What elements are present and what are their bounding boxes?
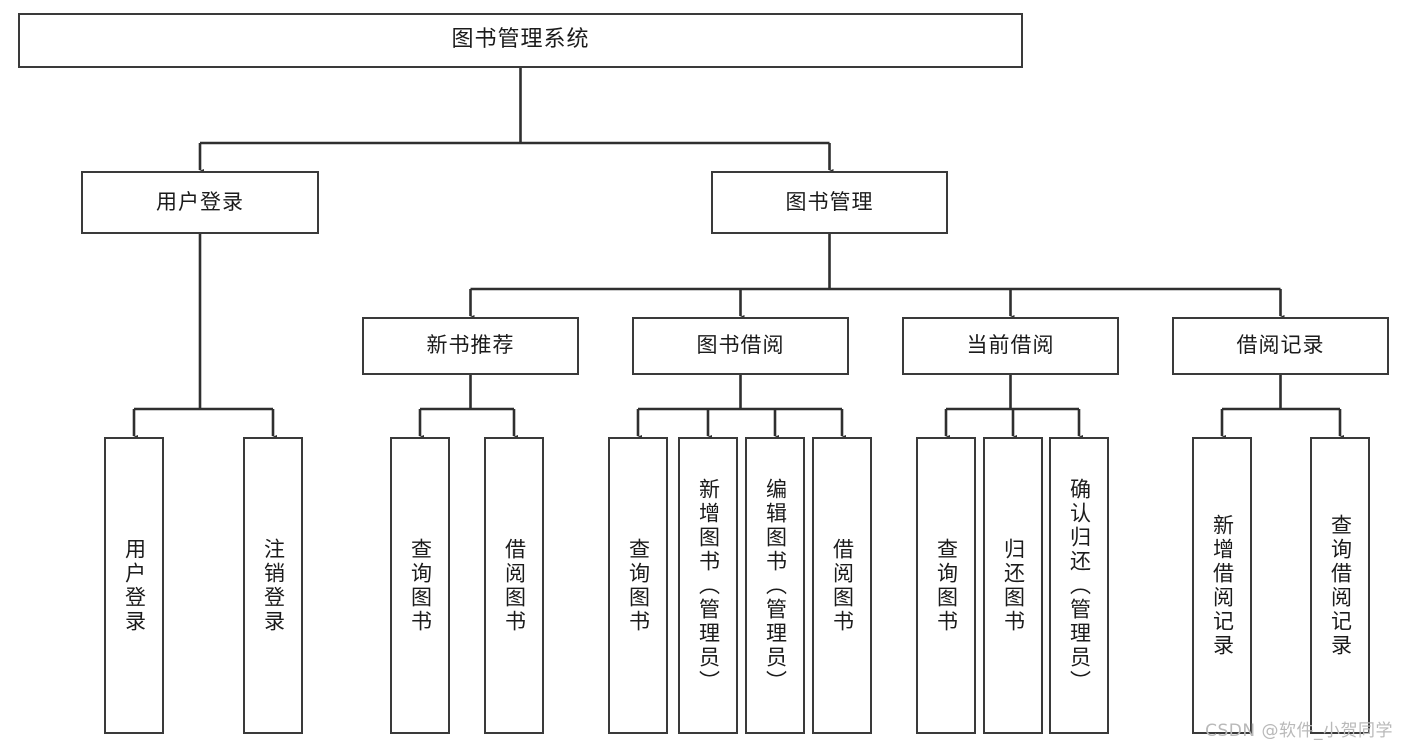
node-root[interactable]: 图书管理系统 [18, 13, 1023, 68]
leaf-user-logout[interactable]: 注销登录 [243, 437, 303, 734]
leaf-query-book-1-label: 查询图书 [408, 537, 433, 634]
leaf-user-login-label: 用户登录 [122, 537, 147, 634]
node-user-login-label: 用户登录 [156, 189, 244, 214]
node-user-login[interactable]: 用户登录 [81, 171, 319, 234]
leaf-user-login[interactable]: 用户登录 [104, 437, 164, 734]
node-book-borrow[interactable]: 图书借阅 [632, 317, 849, 375]
leaf-borrow-book-1[interactable]: 借阅图书 [484, 437, 544, 734]
node-current-borrow[interactable]: 当前借阅 [902, 317, 1119, 375]
leaf-add-borrow-record-label: 新增借阅记录 [1210, 513, 1235, 658]
leaf-query-book-2[interactable]: 查询图书 [608, 437, 668, 734]
leaf-borrow-book-1-label: 借阅图书 [502, 537, 527, 634]
leaf-borrow-book-2[interactable]: 借阅图书 [812, 437, 872, 734]
watermark: CSDN @软件_小贺同学 [1205, 721, 1393, 741]
node-book-borrow-label: 图书借阅 [696, 333, 785, 358]
node-borrow-record[interactable]: 借阅记录 [1172, 317, 1389, 375]
node-book-management-label: 图书管理 [785, 189, 874, 214]
leaf-confirm-return-label: 确认归还（管理员） [1067, 477, 1092, 694]
node-new-book-recommend-label: 新书推荐 [426, 333, 515, 358]
node-borrow-record-label: 借阅记录 [1236, 333, 1325, 358]
leaf-query-book-3-label: 查询图书 [934, 537, 959, 634]
leaf-add-book-label: 新增图书（管理员） [696, 477, 721, 694]
leaf-query-book-2-label: 查询图书 [626, 537, 651, 634]
leaf-borrow-book-2-label: 借阅图书 [830, 537, 855, 634]
leaf-user-logout-label: 注销登录 [261, 537, 286, 634]
node-root-label: 图书管理系统 [451, 27, 590, 53]
leaf-return-book-label: 归还图书 [1001, 537, 1026, 634]
leaf-query-book-3[interactable]: 查询图书 [916, 437, 976, 734]
node-book-management[interactable]: 图书管理 [711, 171, 948, 234]
leaf-query-book-1[interactable]: 查询图书 [390, 437, 450, 734]
leaf-query-borrow-record[interactable]: 查询借阅记录 [1310, 437, 1370, 734]
leaf-confirm-return[interactable]: 确认归还（管理员） [1049, 437, 1109, 734]
node-new-book-recommend[interactable]: 新书推荐 [362, 317, 579, 375]
leaf-edit-book-label: 编辑图书（管理员） [763, 477, 788, 694]
leaf-query-borrow-record-label: 查询借阅记录 [1328, 513, 1353, 658]
leaf-return-book[interactable]: 归还图书 [983, 437, 1043, 734]
leaf-edit-book[interactable]: 编辑图书（管理员） [745, 437, 805, 734]
leaf-add-book[interactable]: 新增图书（管理员） [678, 437, 738, 734]
node-current-borrow-label: 当前借阅 [966, 333, 1055, 358]
leaf-add-borrow-record[interactable]: 新增借阅记录 [1192, 437, 1252, 734]
